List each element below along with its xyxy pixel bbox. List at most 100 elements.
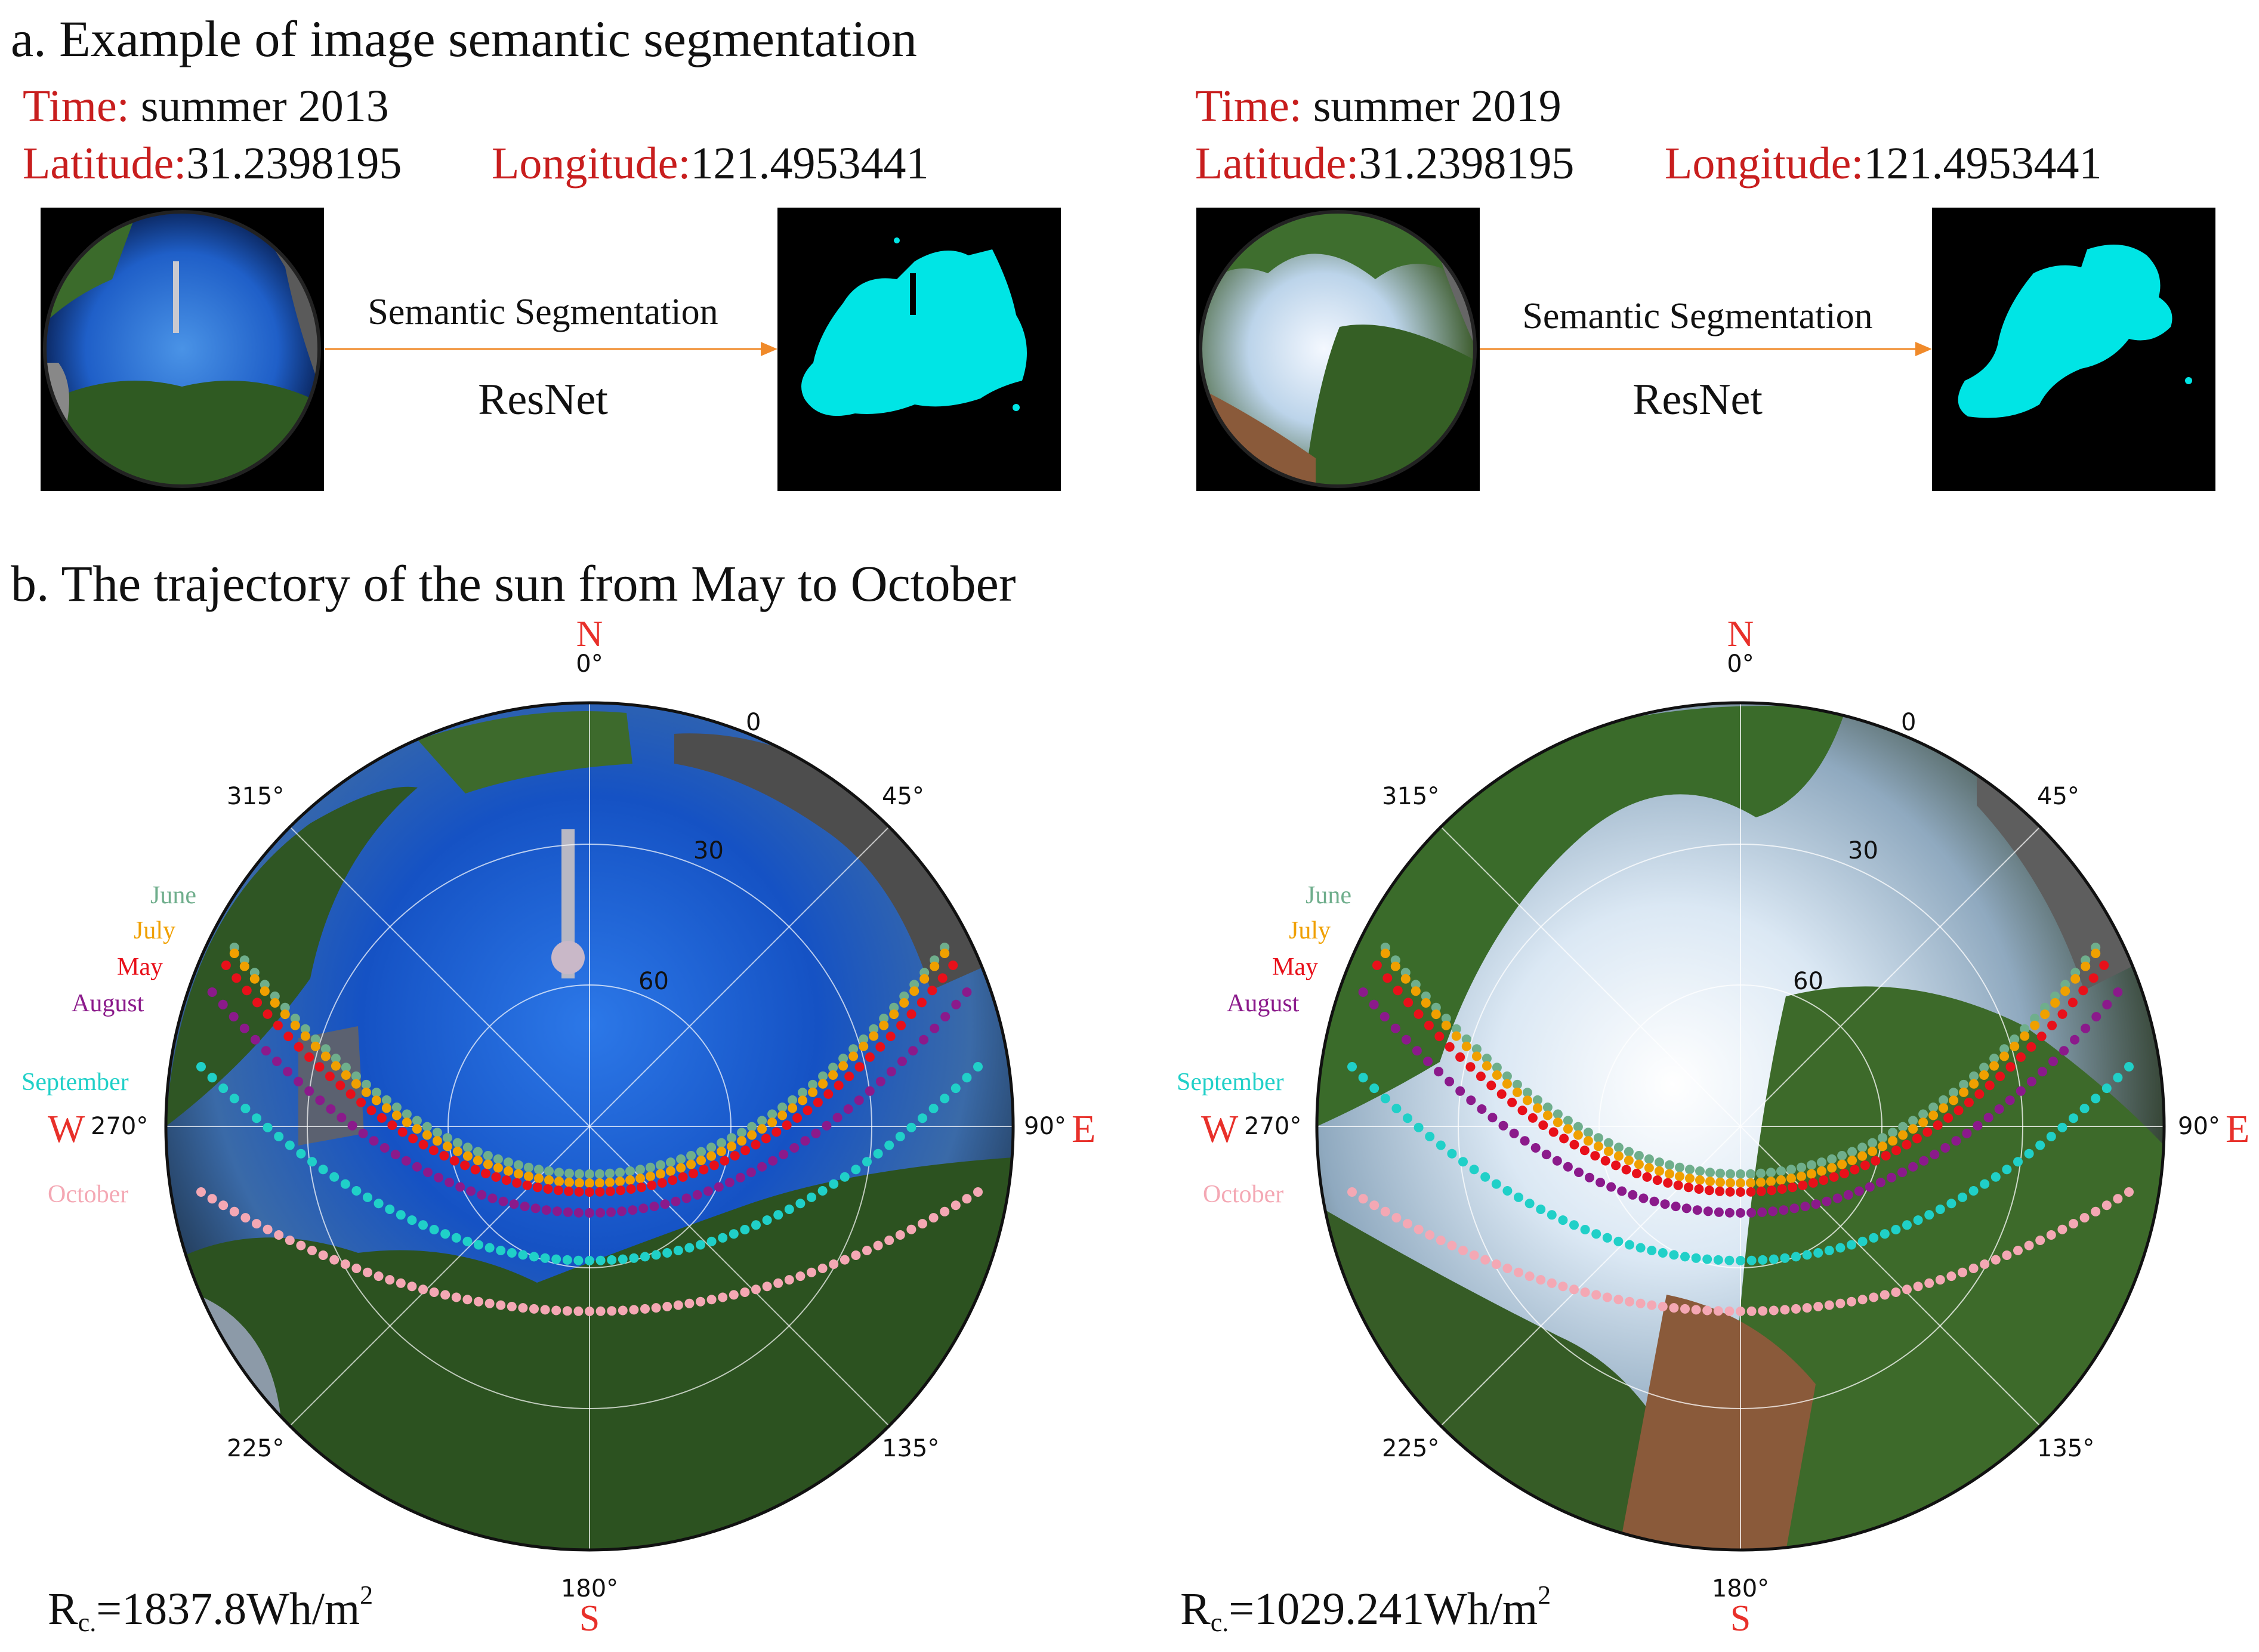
- sun-position-dot-may: [1881, 1151, 1891, 1161]
- sun-position-dot-september: [1547, 1210, 1557, 1220]
- ring-label-0: 0: [746, 709, 761, 736]
- sun-position-dot-september: [618, 1254, 628, 1264]
- sun-position-dot-september: [196, 1062, 206, 1072]
- sun-position-dot-october: [1791, 1304, 1801, 1314]
- sun-position-dot-october: [751, 1284, 761, 1295]
- sun-position-dot-october: [1447, 1240, 1457, 1250]
- sun-position-dot-august: [466, 1186, 476, 1196]
- sun-position-dot-august: [261, 1046, 271, 1056]
- sun-position-dot-july: [554, 1177, 564, 1187]
- process-label: Semantic Segmentation: [368, 292, 718, 332]
- sun-position-dot-october: [1724, 1306, 1735, 1316]
- sun-position-dot-july: [351, 1079, 361, 1089]
- sun-position-dot-august: [1757, 1207, 1767, 1217]
- sun-position-dot-august: [2059, 1046, 2069, 1056]
- legend-august: August: [1227, 990, 1300, 1017]
- sun-position-dot-september: [2079, 1104, 2090, 1113]
- sun-position-dot-may: [668, 1175, 678, 1185]
- sun-position-dot-october: [1613, 1295, 1624, 1305]
- sun-position-dot-september: [329, 1172, 340, 1182]
- sun-position-dot-may: [1985, 1080, 1995, 1091]
- sun-position-dot-august: [337, 1113, 347, 1123]
- sun-position-dot-september: [740, 1225, 750, 1234]
- sun-position-dot-august: [1563, 1162, 1573, 1172]
- sun-position-dot-october: [950, 1200, 961, 1211]
- sun-position-dot-may: [356, 1097, 366, 1107]
- sun-position-dot-october: [1580, 1287, 1590, 1297]
- sun-position-dot-october: [1635, 1298, 1646, 1308]
- sun-position-dot-june: [1786, 1165, 1796, 1175]
- sun-position-dot-july: [504, 1166, 513, 1176]
- sun-position-dot-august: [703, 1186, 713, 1196]
- sun-position-dot-september: [1869, 1233, 1879, 1243]
- sun-position-dot-september: [2035, 1140, 2045, 1150]
- sun-position-dot-may: [1673, 1180, 1683, 1190]
- sun-position-dot-october: [1847, 1296, 1856, 1307]
- sun-position-dot-may: [294, 1042, 304, 1052]
- sun-position-dot-september: [1802, 1250, 1812, 1260]
- sun-position-dot-september: [1824, 1246, 1834, 1255]
- sun-position-dot-august: [1671, 1202, 1681, 1212]
- segmentation-mask-2019: [1932, 208, 2215, 491]
- sun-position-dot-july: [575, 1178, 584, 1188]
- sun-position-dot-august: [1930, 1150, 1940, 1160]
- sun-position-dot-may: [553, 1185, 563, 1196]
- sun-position-dot-june: [1634, 1151, 1644, 1160]
- sun-position-dot-may: [1995, 1072, 2005, 1082]
- sun-position-dot-july: [1685, 1174, 1695, 1184]
- sun-position-dot-august: [736, 1172, 745, 1182]
- sun-position-dot-june: [1502, 1071, 1512, 1081]
- sun-position-dot-july: [1857, 1151, 1868, 1161]
- sun-position-dot-august: [573, 1208, 584, 1218]
- sun-position-dot-may: [1715, 1186, 1725, 1196]
- time-value: summer 2013: [129, 81, 389, 131]
- sun-position-dot-june: [1573, 1122, 1583, 1132]
- sun-position-dot-september: [1791, 1252, 1801, 1262]
- sun-position-dot-may: [1974, 1089, 1985, 1099]
- sun-position-dot-august: [294, 1076, 304, 1086]
- sun-position-dot-july: [909, 986, 919, 996]
- sun-position-dot-september: [1736, 1256, 1745, 1265]
- sun-position-dot-august: [239, 1023, 249, 1033]
- sun-position-dot-june: [838, 1054, 848, 1064]
- sun-position-dot-july: [1726, 1178, 1735, 1188]
- sun-position-dot-july: [737, 1136, 747, 1146]
- sun-position-dot-september: [1635, 1243, 1646, 1253]
- sun-position-dot-august: [369, 1136, 379, 1146]
- sun-position-dot-september: [274, 1132, 284, 1141]
- sun-position-dot-august: [1973, 1120, 1983, 1131]
- sun-position-dot-august: [1498, 1120, 1508, 1131]
- sun-position-dot-july: [706, 1151, 717, 1161]
- sun-position-dot-august: [865, 1086, 875, 1096]
- sun-position-dot-august: [434, 1172, 443, 1182]
- sun-position-dot-july: [940, 949, 950, 958]
- sun-position-dot-august: [412, 1162, 422, 1172]
- sun-position-dot-october: [773, 1278, 783, 1288]
- sun-position-dot-august: [1585, 1172, 1594, 1182]
- legend-august: August: [72, 990, 144, 1017]
- sun-position-dot-september: [662, 1248, 672, 1258]
- sun-position-dot-october: [2057, 1224, 2067, 1234]
- sun-position-dot-july: [1999, 1051, 2010, 1061]
- sun-position-dot-june: [1726, 1169, 1735, 1179]
- sun-position-dot-may: [2005, 1062, 2016, 1072]
- deg-west: 270°: [91, 1113, 149, 1140]
- sun-position-dot-may: [397, 1127, 408, 1137]
- sun-position-dot-june: [1928, 1103, 1939, 1112]
- sun-position-dot-july: [1776, 1175, 1786, 1185]
- sun-position-dot-august: [919, 1035, 929, 1045]
- sun-position-dot-may: [1954, 1106, 1964, 1116]
- sun-position-dot-may: [699, 1165, 709, 1175]
- sun-position-dot-september: [973, 1062, 983, 1072]
- sun-position-dot-july: [2091, 949, 2101, 958]
- sun-position-dot-may: [1517, 1106, 1527, 1116]
- sun-position-dot-october: [1958, 1267, 1967, 1277]
- sun-position-dot-june: [1868, 1138, 1878, 1148]
- sun-position-dot-may: [1704, 1185, 1714, 1196]
- sun-position-dot-july: [422, 1130, 432, 1140]
- sun-position-dot-october: [795, 1271, 806, 1282]
- sun-position-dot-august: [789, 1143, 800, 1153]
- left-latitude: Latitude:31.2398195: [23, 141, 402, 186]
- sun-position-dot-may: [1590, 1151, 1600, 1161]
- sun-position-dot-september: [562, 1255, 572, 1265]
